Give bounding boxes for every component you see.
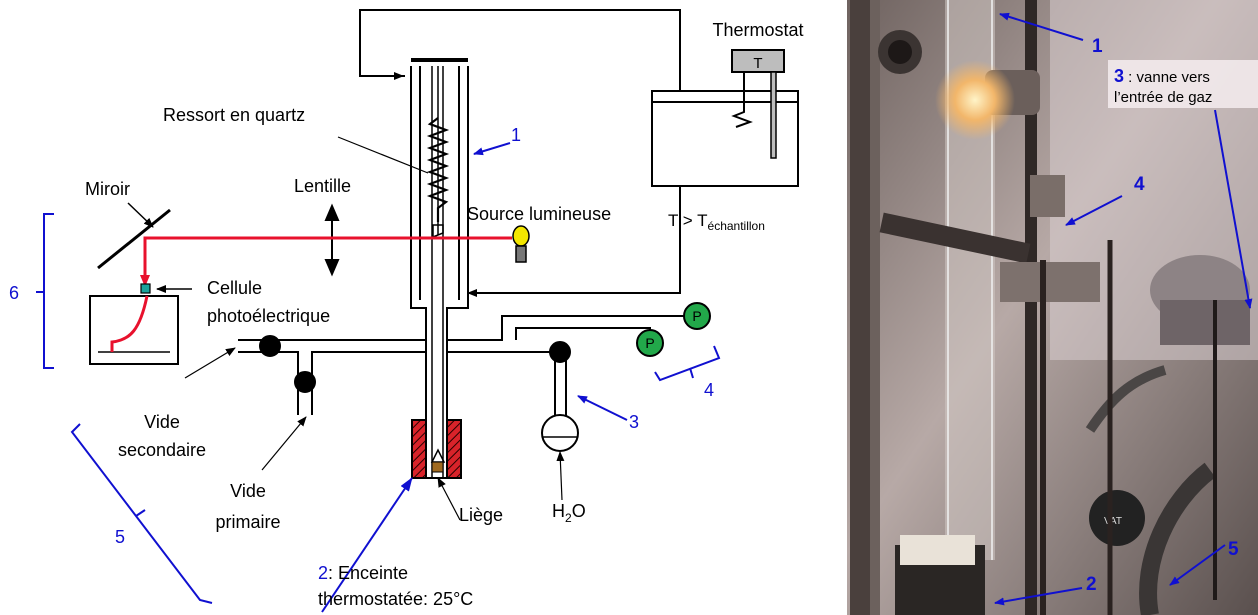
label-t-compare: T > T [668,211,708,230]
thermostat-loop-top [359,9,681,91]
manifold-right-bottom [447,351,556,400]
oven-left [411,419,427,479]
svg-text:2: Enceinte: 2: Enceinte [318,563,408,583]
thermostat-head [731,49,785,73]
label-cellule-2: photoélectrique [207,306,330,326]
label-enceinte-1: : Enceinte [328,563,408,583]
manifold-left-bottom-2 [311,351,426,415]
label-source: Source lumineuse [467,204,611,224]
recorder-trace [110,295,149,352]
label-h2o-o: O [572,501,586,521]
photo-annotation-3-text-1: : vanne vers [1124,69,1210,86]
photo-brand: VAT [1104,516,1122,527]
label-liege: Liège [459,505,503,525]
light-source [512,225,530,247]
label-vide-sec-2: secondaire [118,440,206,460]
annotation-6: 6 [9,283,19,303]
label-enceinte-num: 2 [318,563,328,583]
label-enceinte-2: thermostatée: 25°C [318,589,473,609]
bracket-4 [654,345,721,382]
photo-annotation-2: 2 [1086,574,1097,595]
manifold-left-bottom [238,351,299,415]
photo-annotation-3: 3 [1114,66,1124,86]
label-h2o-2: 2 [565,511,572,525]
valve-primary [294,371,316,393]
label-vide-sec-1: Vide [144,412,180,432]
pointer [432,224,444,239]
gauge-label-2: P [692,308,701,324]
schematic [36,9,799,613]
pressure-gauge-1 [636,329,664,357]
label-lentille: Lentille [294,176,351,196]
thermostat-heater [731,102,753,128]
gauge-label-1: P [645,335,654,351]
thermostat-loop-bottom [467,186,681,297]
annotation-1: 1 [511,125,521,145]
manifold-right-top [447,315,690,341]
label-ressort: Ressort en quartz [163,105,305,125]
label-vide-prim-1: Vide [230,481,266,501]
annotation-3: 3 [629,412,639,432]
label-miroir: Miroir [85,179,130,199]
gauge-line-inner [515,327,651,340]
svg-text:T > Téchantillon: T > Téchantillon [668,211,765,233]
oven-right [446,419,462,479]
label-thermostat-t: T [753,55,762,72]
svg-text:3 : vanne vers: 3 : vanne vers [1114,66,1210,86]
column-outer-right [446,66,469,470]
label-t-compare-sub: échantillon [708,219,765,233]
annotation-4: 4 [704,380,714,400]
label-thermostat: Thermostat [712,20,803,40]
photo-annotation-5: 5 [1228,539,1239,560]
cork [431,461,444,473]
valve-secondary [259,335,281,357]
label-cellule-1: Cellule [207,278,262,298]
annotation-numbers: 1 3 4 5 6 [9,125,714,547]
schematic-labels: Thermostat T Ressort en quartz Lentille … [85,20,804,609]
column-outer-left [410,66,427,470]
photocell [140,283,151,294]
photo-annotation-4: 4 [1134,174,1145,195]
pressure-gauge-2 [683,302,711,330]
valve-water [549,341,571,363]
quartz-spring [426,117,450,222]
svg-text:H2O: H2O [552,501,586,525]
sample-holder [430,448,446,463]
label-h2o-h: H [552,501,565,521]
thermostat-probe [770,71,777,159]
light-beam [140,236,512,287]
photo-annotations: 1 4 2 5 3 : vanne vers l’entrée de gaz [994,12,1258,606]
photo-annotation-1: 1 [1092,36,1103,57]
annotation-5: 5 [115,527,125,547]
mirror [97,208,171,270]
bracket-6 [43,213,54,369]
photo-annotation-3-text-2: l’entrée de gaz [1114,89,1212,106]
label-vide-prim-2: primaire [215,512,280,532]
water-flask [541,414,579,452]
